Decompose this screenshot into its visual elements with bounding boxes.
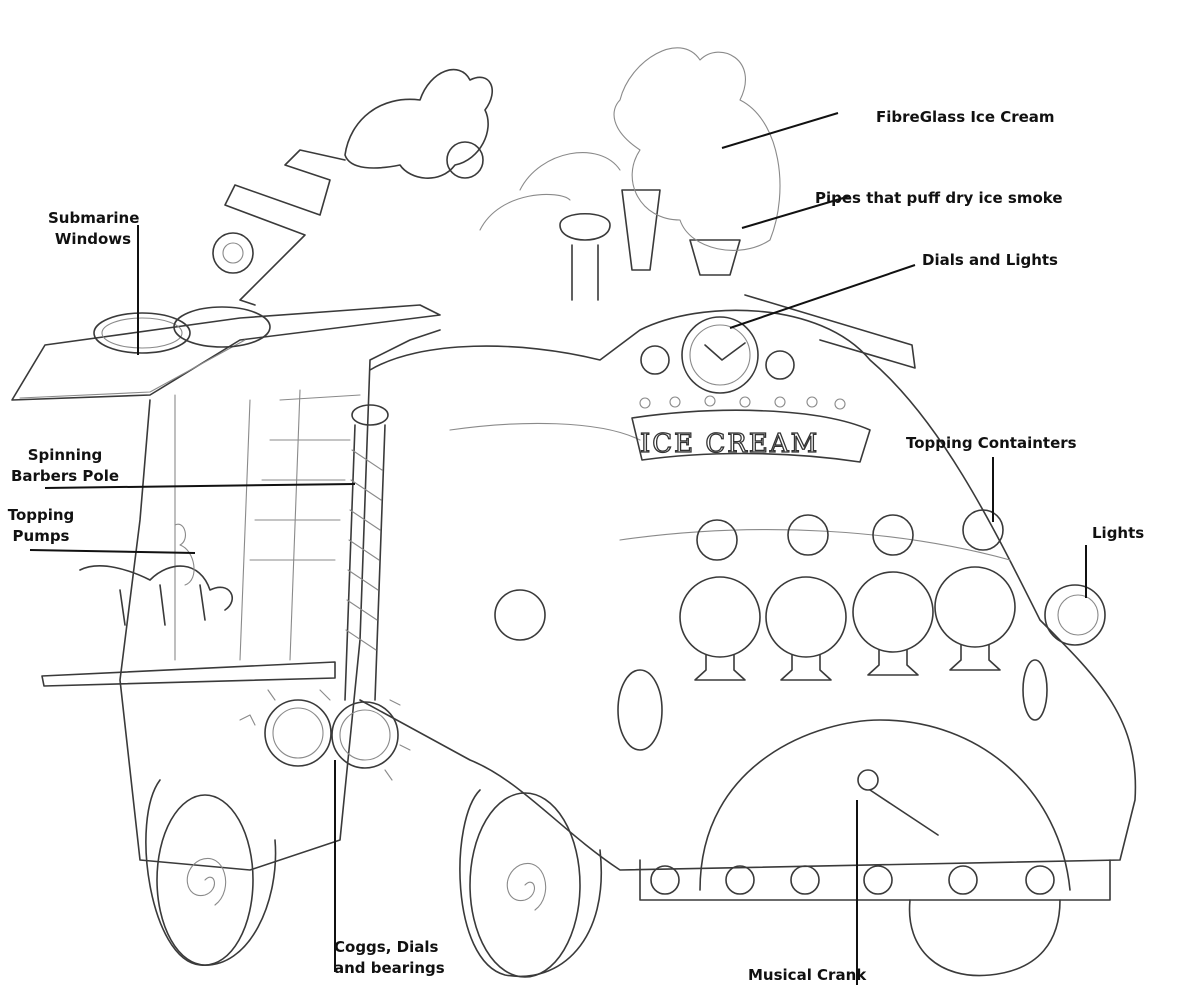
roof-canopy (11, 304, 441, 401)
smoke-pipes (559, 189, 741, 301)
topping-pumps (79, 523, 233, 626)
topping-containers (679, 509, 1016, 681)
robot-arm-glove (212, 68, 494, 306)
leader-lines (29, 112, 1087, 985)
label-fibreglass-ice-cream: FibreGlass Ice Cream (876, 108, 1055, 126)
sign-text: ICE CREAM (640, 429, 819, 459)
label-submarine-line1: Submarine (48, 209, 140, 227)
label-dials-and-lights: Dials and Lights (922, 251, 1058, 269)
label-lights: Lights (1092, 524, 1145, 542)
label-topping-containers: Topping Containters (906, 434, 1077, 452)
barbers-pole (344, 404, 389, 701)
label-musical-crank: Musical Crank (748, 966, 867, 984)
side-lights (494, 584, 1106, 751)
fibreglass-ice-cream (479, 47, 781, 251)
label-submarine-line2: Windows (54, 230, 132, 248)
label-coggs-line2: and bearings (334, 959, 445, 977)
label-coggs-dials-bearings: Coggs, Dials and bearings (334, 937, 445, 979)
label-smoke-pipes: Pipes that puff dry ice smoke (815, 189, 1063, 207)
label-coggs-line1: Coggs, Dials (334, 938, 439, 956)
label-pumps-line1: Topping (7, 506, 75, 524)
ice-cream-sign: ICE CREAM (631, 409, 871, 463)
truck-cabin (41, 329, 441, 871)
label-barbers-line2: Barbers Pole (10, 467, 120, 485)
label-spinning-barbers-pole: Spinning Barbers Pole (10, 445, 120, 487)
label-pumps-line2: Pumps (12, 527, 70, 545)
bumper-lights (650, 865, 1055, 895)
label-submarine-windows: Submarine Windows (48, 208, 140, 250)
cogs-dials (239, 689, 411, 781)
submarine-windows (93, 306, 271, 354)
label-topping-pumps: Topping Pumps (5, 505, 77, 547)
musical-crank (857, 769, 939, 836)
dome-dials (639, 294, 916, 410)
label-barbers-line1: Spinning (27, 446, 103, 464)
wheels (145, 779, 1061, 978)
truck-body (359, 309, 1137, 901)
